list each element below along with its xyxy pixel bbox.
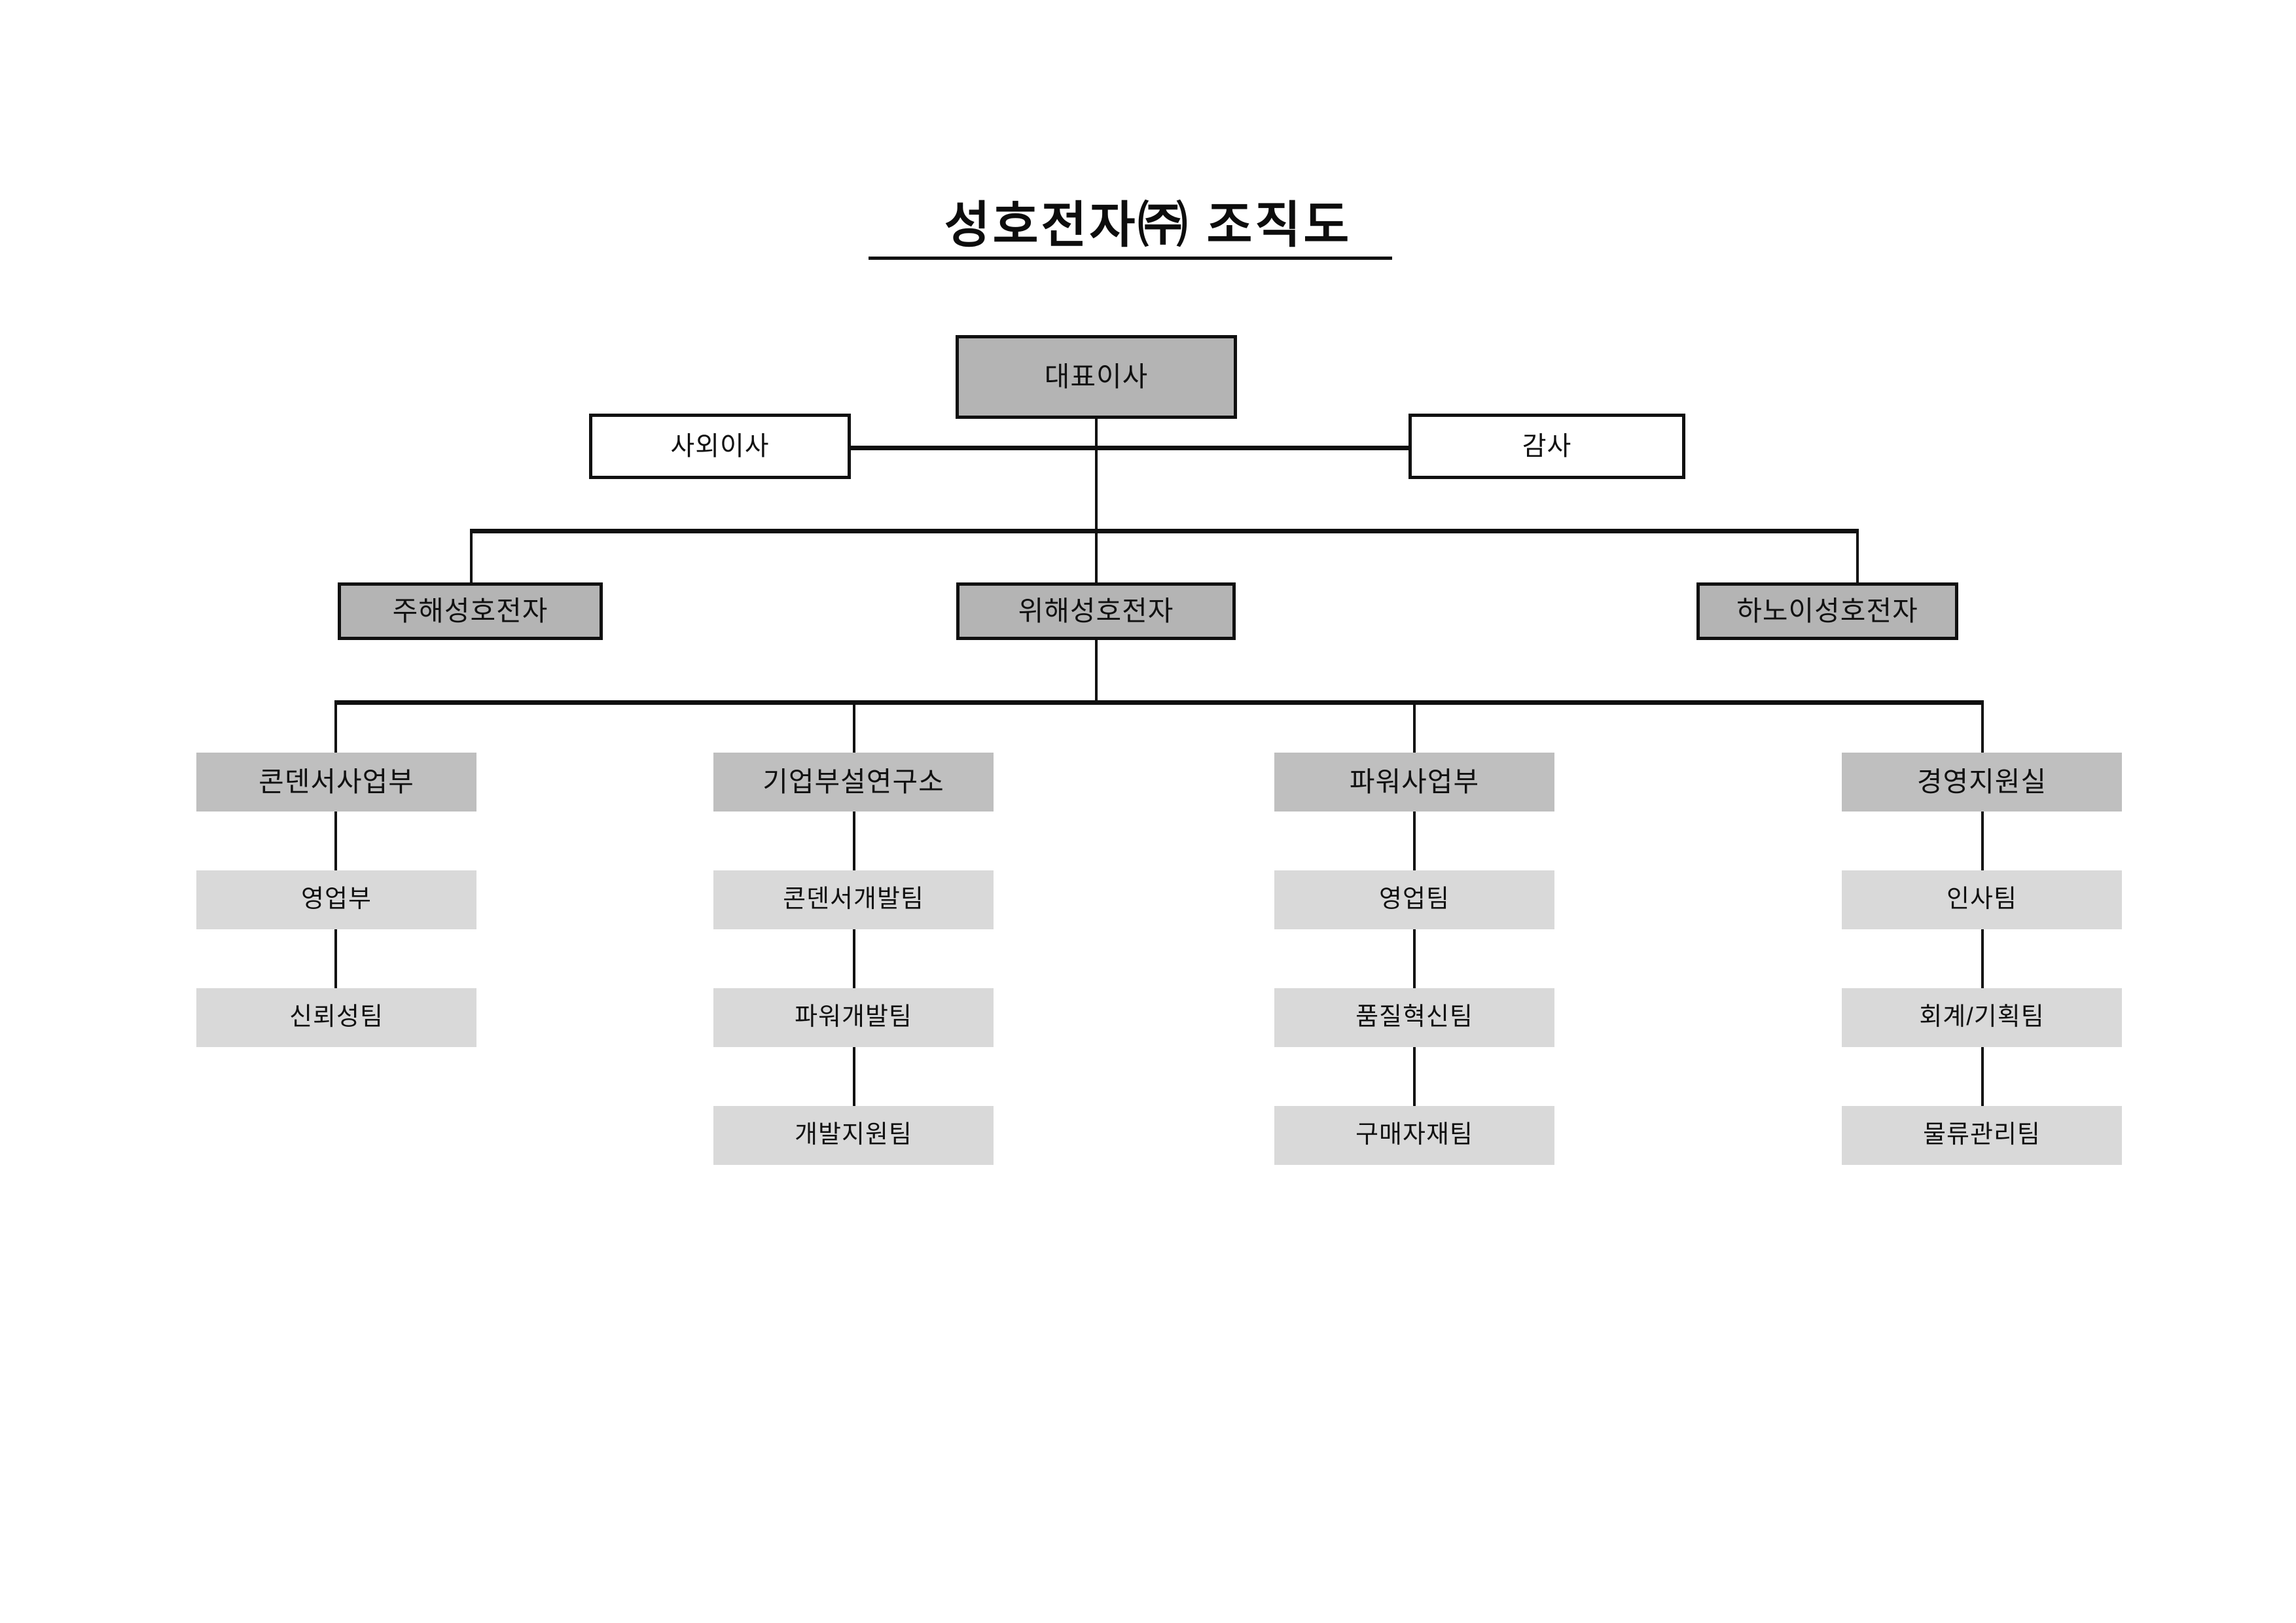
connector-bus-to-division-0 bbox=[334, 700, 337, 753]
node-team-c1-condenser-dev[interactable]: 콘덴서개발팀 bbox=[713, 870, 994, 929]
connector-bus-to-subsidiary-1 bbox=[1095, 529, 1098, 582]
node-subsidiary-hanoi[interactable]: 하노이성호전자 bbox=[1696, 582, 1958, 640]
connector-c1-team1-to-team2 bbox=[853, 1047, 855, 1106]
node-team-c3-accounting-planning[interactable]: 회계/기획팀 bbox=[1842, 988, 2122, 1047]
connector-ceo-to-subsidiary-bus bbox=[1095, 446, 1098, 531]
node-team-c3-hr[interactable]: 인사팀 bbox=[1842, 870, 2122, 929]
connector-bus-to-division-2 bbox=[1413, 700, 1416, 753]
page-title: 성호전자㈜ 조직도 bbox=[944, 198, 1352, 253]
connector-wihae-to-division-bus bbox=[1095, 640, 1098, 702]
connector-bus-to-subsidiary-0 bbox=[470, 529, 473, 582]
node-team-c1-power-dev[interactable]: 파워개발팀 bbox=[713, 988, 994, 1047]
node-team-c0-reliability[interactable]: 신뢰성팀 bbox=[196, 988, 476, 1047]
connector-c3-team1-to-team2 bbox=[1981, 1047, 1984, 1106]
node-auditor[interactable]: 감사 bbox=[1408, 414, 1685, 479]
connector-division-bus bbox=[334, 700, 1984, 705]
node-team-c3-logistics[interactable]: 물류관리팀 bbox=[1842, 1106, 2122, 1165]
connector-division1-to-team0 bbox=[853, 812, 855, 870]
node-division-research-institute[interactable]: 기업부설연구소 bbox=[713, 753, 994, 812]
node-team-c2-purchasing-materials[interactable]: 구매자재팀 bbox=[1274, 1106, 1554, 1165]
node-team-c0-sales-dept[interactable]: 영업부 bbox=[196, 870, 476, 929]
node-team-c1-dev-support[interactable]: 개발지원팀 bbox=[713, 1106, 994, 1165]
connector-subsidiary-bus bbox=[470, 529, 1859, 533]
connector-bus-to-subsidiary-2 bbox=[1856, 529, 1859, 582]
node-division-condenser-business[interactable]: 콘덴서사업부 bbox=[196, 753, 476, 812]
connector-bus-to-division-3 bbox=[1981, 700, 1984, 753]
connector-bus-to-division-1 bbox=[853, 700, 855, 753]
node-ceo[interactable]: 대표이사 bbox=[956, 335, 1237, 419]
title-underline bbox=[869, 257, 1392, 260]
connector-c0-team0-to-team1 bbox=[334, 929, 337, 988]
connector-division2-to-team0 bbox=[1413, 812, 1416, 870]
connector-c2-team0-to-team1 bbox=[1413, 929, 1416, 988]
connector-c1-team0-to-team1 bbox=[853, 929, 855, 988]
node-division-power-business[interactable]: 파워사업부 bbox=[1274, 753, 1554, 812]
connector-division3-to-team0 bbox=[1981, 812, 1984, 870]
node-division-management-support[interactable]: 경영지원실 bbox=[1842, 753, 2122, 812]
connector-division0-to-team0 bbox=[334, 812, 337, 870]
node-outside-director[interactable]: 사외이사 bbox=[589, 414, 851, 479]
connector-c2-team1-to-team2 bbox=[1413, 1047, 1416, 1106]
connector-director-auditor-bar bbox=[851, 446, 1408, 450]
node-subsidiary-wihae[interactable]: 위해성호전자 bbox=[956, 582, 1236, 640]
node-team-c2-sales[interactable]: 영업팀 bbox=[1274, 870, 1554, 929]
connector-ceo-to-crossbar bbox=[1095, 419, 1098, 447]
node-subsidiary-juhae[interactable]: 주해성호전자 bbox=[338, 582, 603, 640]
connector-c3-team0-to-team1 bbox=[1981, 929, 1984, 988]
node-team-c2-quality-innovation[interactable]: 품질혁신팀 bbox=[1274, 988, 1554, 1047]
